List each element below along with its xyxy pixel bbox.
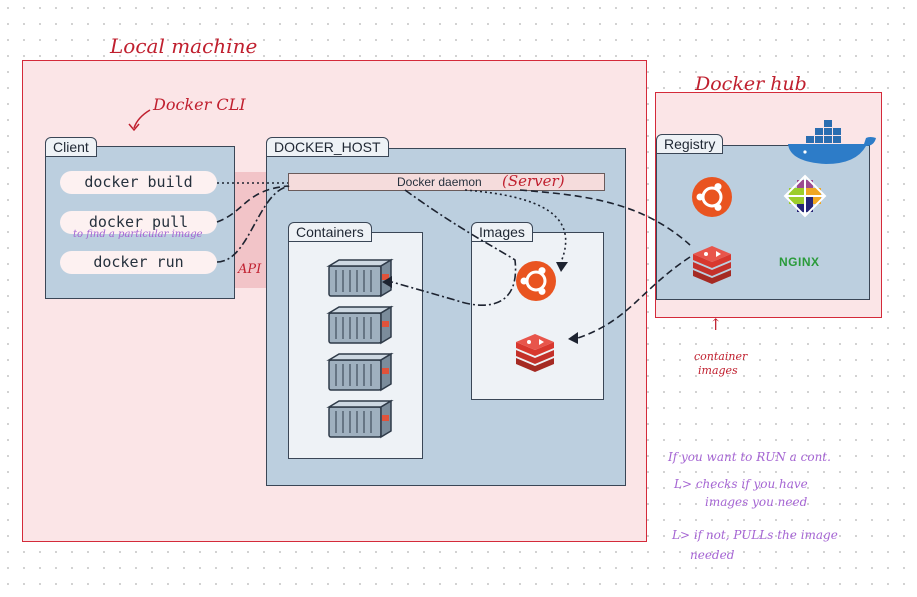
container-icon — [328, 306, 392, 344]
docker-host-tab: DOCKER_HOST — [266, 137, 389, 157]
local-machine-label: Local machine — [110, 34, 258, 58]
note-line-4: L> if not, PULLs the image — [672, 528, 838, 542]
docker-run-command: docker run — [60, 251, 217, 274]
container-images-arrow: ↑ — [709, 315, 723, 334]
note-line-3: images you need — [705, 495, 808, 509]
container-icon — [328, 400, 392, 438]
containers-tab: Containers — [288, 222, 372, 242]
centos-icon — [783, 174, 827, 218]
docker-hub-label: Docker hub — [695, 73, 807, 95]
container-icon — [328, 353, 392, 391]
registry-tab: Registry — [656, 134, 724, 154]
docker-whale-icon — [788, 120, 876, 164]
ubuntu-icon — [514, 259, 558, 303]
server-label: (Server) — [502, 172, 565, 190]
docker-daemon-label: Docker daemon — [397, 175, 482, 189]
registry-panel — [656, 145, 870, 300]
images-tab: Images — [471, 222, 533, 242]
docker-daemon-bar: Docker daemon — [288, 173, 605, 191]
container-images-label-1: container — [694, 350, 748, 363]
redis-icon — [693, 246, 731, 284]
note-line-2: L> checks if you have — [674, 477, 808, 491]
images-panel — [471, 232, 604, 400]
container-images-label-2: images — [698, 364, 738, 377]
docker-build-command: docker build — [60, 171, 217, 194]
nginx-logo: NGINX — [779, 255, 820, 269]
note-line-1: If you want to RUN a cont. — [668, 450, 831, 464]
docker-pull-command: docker pull — [60, 211, 217, 234]
container-icon — [328, 259, 392, 297]
docker-cli-label: Docker CLI — [153, 95, 246, 114]
client-tab: Client — [45, 137, 97, 157]
api-label: API — [238, 262, 262, 277]
find-image-note: to find a particular image — [73, 229, 203, 240]
ubuntu-icon — [690, 175, 734, 219]
note-line-5: needed — [690, 548, 735, 562]
redis-icon — [516, 334, 554, 372]
